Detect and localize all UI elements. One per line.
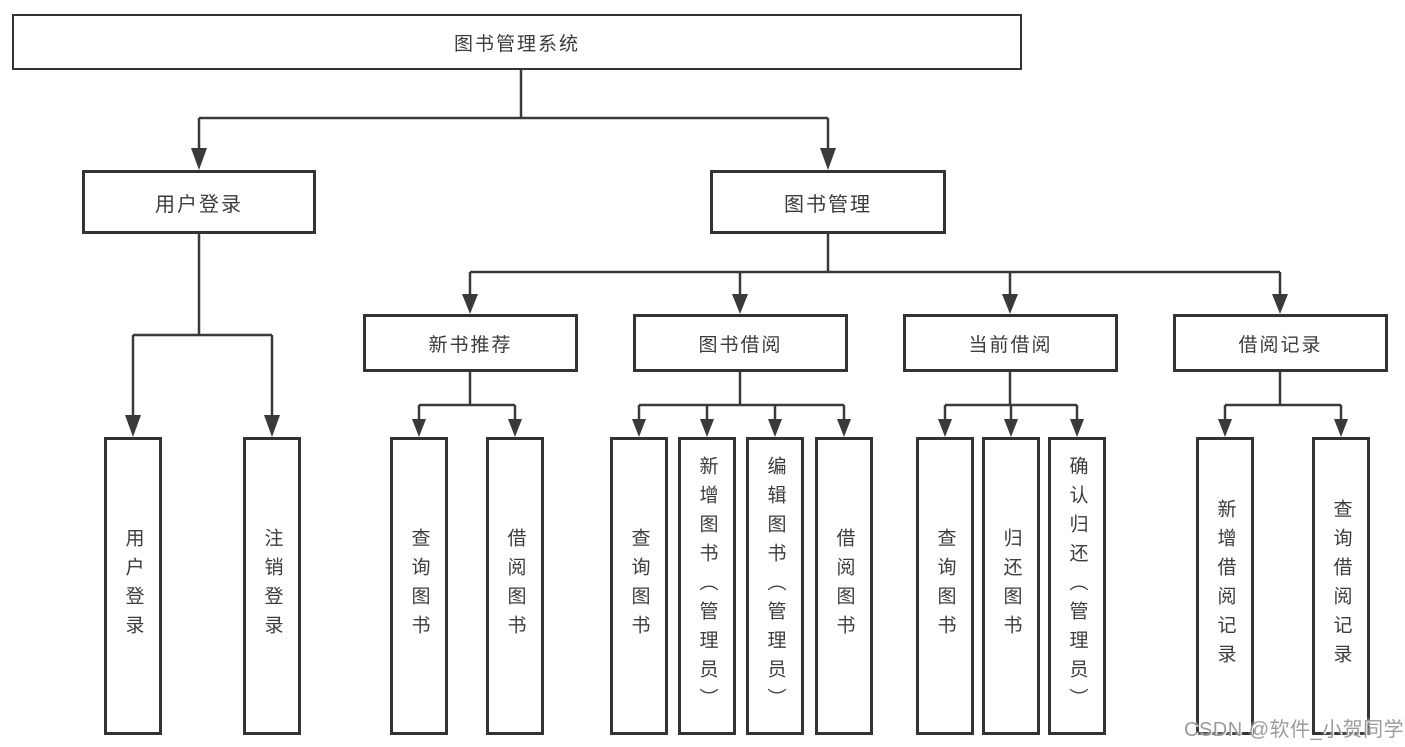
- leaf-query-borrow-record: 查询借阅记录: [1312, 437, 1370, 735]
- node-book-borrowing: 图书借阅: [633, 314, 848, 372]
- leaf-return-book: 归还图书: [982, 437, 1040, 735]
- node-borrowing-records: 借阅记录: [1173, 314, 1388, 372]
- node-label: 图书管理: [784, 193, 872, 216]
- leaf-label: 新增借阅记录: [1214, 499, 1236, 673]
- leaf-logout: 注销登录: [243, 437, 301, 735]
- leaf-user-login: 用户登录: [104, 437, 162, 735]
- leaf-label: 归还图书: [1000, 528, 1022, 644]
- leaf-label: 编辑图书（管理员）: [764, 455, 786, 717]
- node-library-management-system: 图书管理系统: [12, 14, 1022, 70]
- node-label: 用户登录: [155, 193, 243, 216]
- leaf-borrow-books-recommend: 借阅图书: [486, 437, 544, 735]
- leaf-add-book-admin: 新增图书（管理员）: [678, 437, 736, 735]
- node-book-management: 图书管理: [710, 170, 946, 234]
- leaf-label: 新增图书（管理员）: [696, 455, 718, 717]
- leaf-label: 注销登录: [261, 528, 283, 644]
- leaf-add-borrow-record: 新增借阅记录: [1196, 437, 1254, 735]
- leaf-label: 查询图书: [628, 528, 650, 644]
- leaf-query-books-current: 查询图书: [916, 437, 974, 735]
- leaf-label: 用户登录: [122, 528, 144, 644]
- csdn-watermark: CSDN @软件_小贺同学: [1184, 719, 1405, 741]
- leaf-query-books-recommend: 查询图书: [390, 437, 448, 735]
- node-label: 新书推荐: [428, 334, 513, 356]
- leaf-edit-book-admin: 编辑图书（管理员）: [746, 437, 804, 735]
- node-label: 借阅记录: [1238, 334, 1323, 356]
- node-current-borrowing: 当前借阅: [903, 314, 1118, 372]
- leaf-confirm-return-admin: 确认归还（管理员）: [1048, 437, 1106, 735]
- leaf-query-books-borrowing: 查询图书: [610, 437, 668, 735]
- node-new-book-recommend: 新书推荐: [363, 314, 578, 372]
- leaf-label: 借阅图书: [504, 528, 526, 644]
- leaf-label: 借阅图书: [833, 528, 855, 644]
- leaf-label: 查询图书: [934, 528, 956, 644]
- node-label: 图书借阅: [698, 334, 783, 356]
- leaf-borrow-books-borrowing: 借阅图书: [815, 437, 873, 735]
- node-label: 当前借阅: [968, 334, 1053, 356]
- leaf-label: 查询借阅记录: [1330, 499, 1352, 673]
- leaf-label: 查询图书: [408, 528, 430, 644]
- node-user-login: 用户登录: [82, 170, 316, 234]
- node-label: 图书管理系统: [453, 33, 580, 55]
- leaf-label: 确认归还（管理员）: [1066, 455, 1088, 717]
